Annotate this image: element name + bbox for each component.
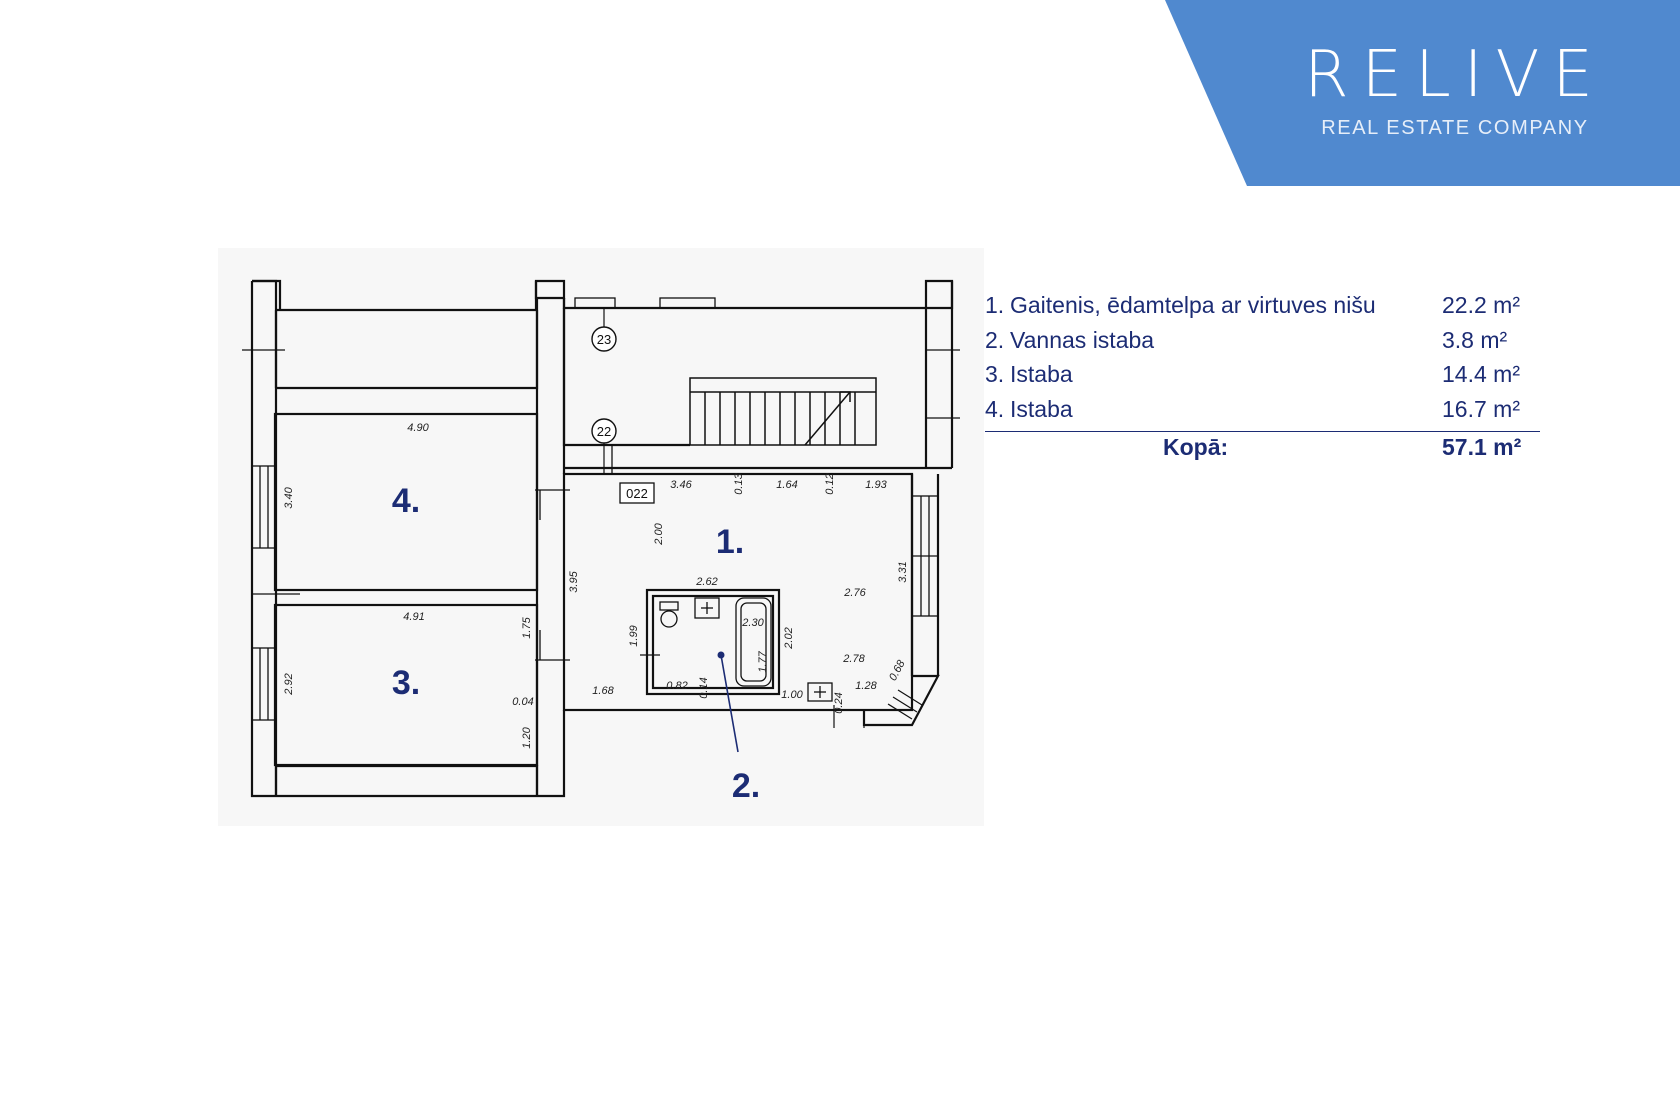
- marker-23: 23: [591, 326, 617, 352]
- svg-text:22: 22: [597, 424, 611, 439]
- dim-label: 0.24: [833, 692, 845, 713]
- dim-label: 1.93: [865, 479, 887, 491]
- dim-label: 1.28: [855, 680, 877, 692]
- bathroom-fixtures: [659, 597, 833, 702]
- room-label-1: 1.: [716, 523, 744, 561]
- legend-room-name: Istaba: [1010, 361, 1073, 387]
- legend-room-number: 1.: [985, 292, 1005, 318]
- dim-label: 1.68: [592, 685, 614, 697]
- legend-room-area: 22.2 m²: [1442, 292, 1520, 318]
- legend-room-name: Vannas istaba: [1010, 326, 1155, 353]
- staircase: [689, 377, 877, 446]
- bathtub: [735, 597, 772, 687]
- windows: [242, 297, 960, 721]
- svg-text:022: 022: [626, 486, 648, 501]
- dim-label: 0.04: [512, 696, 533, 708]
- dim-label: 2.92: [283, 673, 295, 695]
- legend-total-label: Kopā:: [1163, 434, 1229, 460]
- logo-title: RELIVE: [1304, 38, 1606, 112]
- dim-label: 2.62: [695, 576, 717, 588]
- legend-row: 2. Vannas istaba 3.8 m²: [985, 327, 1540, 362]
- dim-label: 3.95: [568, 570, 580, 592]
- legend-room-name: Istaba: [1010, 395, 1073, 422]
- dim-label: 2.02: [783, 627, 795, 649]
- dim-label: 2.30: [741, 617, 764, 629]
- dim-label: 1.20: [521, 726, 533, 748]
- doors: [252, 445, 660, 660]
- dim-label: 4.91: [403, 611, 424, 623]
- room-label-4: 4.: [392, 482, 420, 520]
- logo-subtitle: REAL ESTATE COMPANY: [1321, 117, 1589, 139]
- dim-label: 3.40: [283, 486, 295, 508]
- dim-label: 1.64: [776, 479, 797, 491]
- dim-label: 0.14: [698, 677, 710, 698]
- legend-total-row: Kopā: 57.1 m²: [985, 432, 1540, 466]
- bathroom-wall: [645, 588, 781, 696]
- legend-divider: [985, 431, 1540, 432]
- sink: [694, 597, 720, 619]
- dim-label: 1.75: [521, 616, 533, 638]
- dim-label: 2.00: [653, 522, 665, 545]
- room-2-leader: [717, 651, 739, 753]
- logo-banner: [1165, 0, 1680, 186]
- dim-label: 3.31: [897, 561, 909, 582]
- dim-label: 1.99: [628, 625, 640, 646]
- kitchen-fixture: [807, 682, 833, 702]
- dimension-labels: 4.90 3.40 4.91 1.75 2.92 0.04 1.20 3.46 …: [283, 422, 909, 749]
- room-label-3: 3.: [392, 664, 420, 702]
- legend-row: 1. Gaitenis, ēdamtelpa ar virtuves nišu …: [985, 292, 1540, 327]
- dim-label: 0.12: [824, 473, 836, 494]
- dim-label: 4.90: [407, 422, 429, 434]
- dim-label: 3.46: [670, 479, 692, 491]
- legend-room-number: 3.: [985, 361, 1005, 387]
- dim-label: 2.78: [842, 653, 865, 665]
- legend-room-area: 14.4 m²: [1442, 361, 1520, 387]
- legend-room-number: 2.: [985, 326, 1005, 353]
- legend-total-area: 57.1 m²: [1442, 434, 1522, 460]
- legend-room-name: Gaitenis, ēdamtelpa ar virtuves nišu: [1010, 292, 1376, 318]
- legend-room-number: 4.: [985, 395, 1005, 422]
- toilet: [660, 610, 678, 628]
- room-label-2: 2.: [732, 767, 760, 805]
- legend-room-area: 3.8 m²: [1442, 326, 1508, 353]
- dim-label: 1.00: [781, 689, 803, 701]
- legend-row: 3. Istaba 14.4 m²: [985, 361, 1540, 396]
- dim-label: 2.76: [843, 587, 866, 599]
- dim-label: 0.82: [666, 680, 687, 692]
- marker-22: 22: [591, 418, 617, 444]
- dim-label: 0.13: [733, 472, 745, 494]
- svg-text:23: 23: [597, 332, 611, 347]
- legend-row: 4. Istaba 16.7 m²: [985, 396, 1540, 431]
- area-legend: 1. Gaitenis, ēdamtelpa ar virtuves nišu …: [985, 292, 1540, 466]
- apartment-code: 022: [619, 482, 655, 504]
- dim-label: 1.77: [757, 650, 769, 672]
- legend-room-area: 16.7 m²: [1442, 395, 1520, 422]
